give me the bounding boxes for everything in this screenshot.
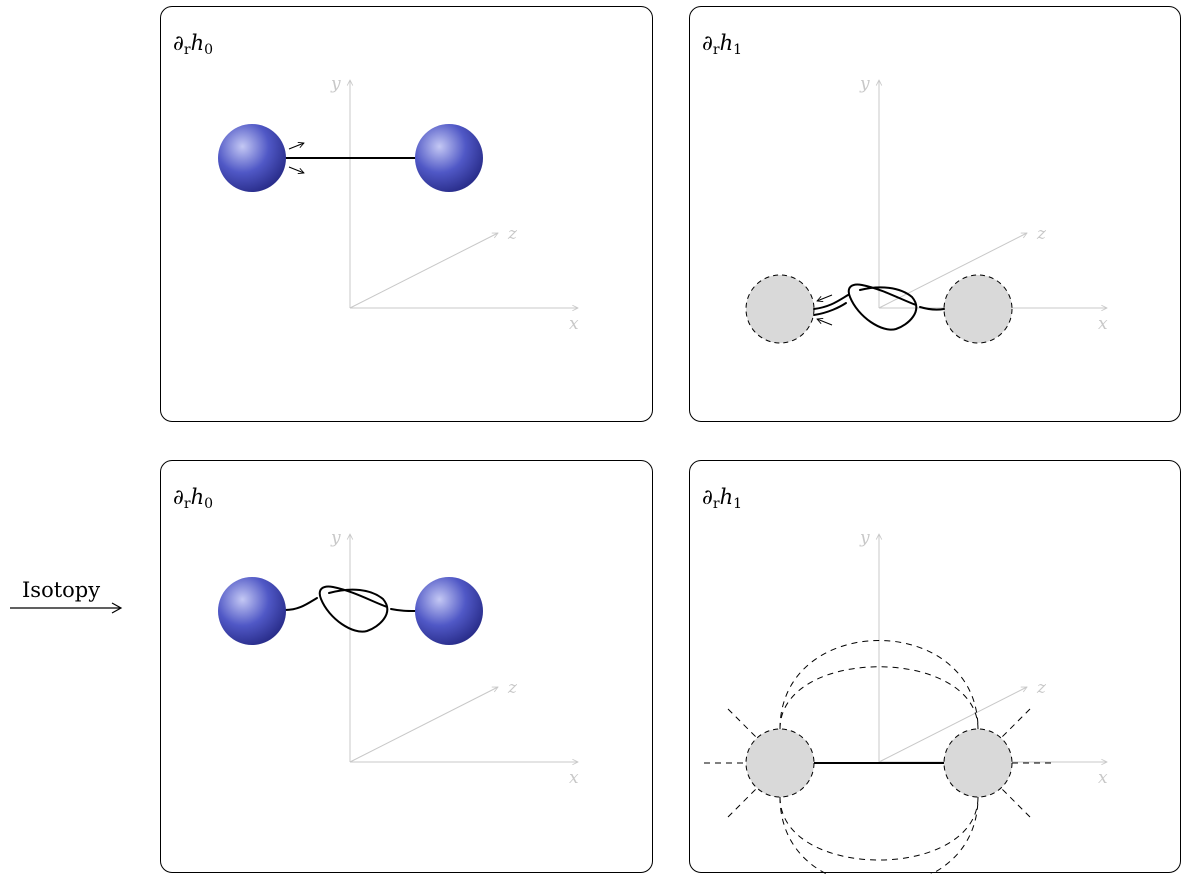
z-axis-label: z [507, 678, 518, 698]
isotopy-arrow [10, 602, 123, 614]
panel-bottom-right: y x z ∂rh1 [689, 460, 1181, 874]
x-axis-label: x [1098, 314, 1108, 334]
z-axis [349, 686, 498, 763]
rotation-arrow-upper [817, 294, 833, 301]
rotation-arrow-lower [288, 166, 304, 173]
x-axis-label: x [569, 768, 579, 788]
z-axis [349, 232, 498, 309]
y-axis-label: y [330, 74, 341, 94]
x-axis-label: x [569, 314, 579, 334]
panel-top-right: y x z ∂rh1 [689, 6, 1181, 422]
isotopy-label: Isotopy [22, 578, 101, 602]
panel-label: ∂rh0 [173, 31, 214, 58]
panel-label: ∂rh1 [702, 485, 743, 512]
y-axis-label: y [330, 528, 341, 548]
panel-top-left: y x z ∂rh0 [160, 6, 653, 422]
panel-bottom-right-drawing: y x z [704, 528, 1108, 874]
panel-bottom-left-drawing: y x z [218, 528, 579, 788]
left-hole [745, 274, 815, 344]
panel-top-left-drawing: y x z [218, 74, 579, 334]
right-sphere [415, 124, 483, 192]
rotation-arrow-lower [817, 319, 833, 326]
z-axis-label: z [1036, 224, 1047, 244]
right-sphere [415, 577, 483, 645]
panel-top-right-drawing: y x z [745, 74, 1108, 344]
left-sphere [218, 577, 286, 645]
knotted-rod [813, 283, 945, 331]
knotted-rod [284, 585, 416, 633]
z-axis-label: z [1036, 678, 1047, 698]
y-axis-label: y [859, 74, 870, 94]
left-hole [745, 728, 815, 798]
z-axis-label: z [507, 224, 518, 244]
rotation-arrow-upper [288, 143, 304, 150]
right-hole [943, 728, 1013, 798]
panel-label: ∂rh0 [173, 485, 214, 512]
x-axis-label: x [1098, 768, 1108, 788]
field-lines [704, 640, 1054, 874]
panel-bottom-left: y x z ∂rh0 [160, 460, 653, 873]
z-axis [878, 686, 1027, 763]
right-hole [943, 274, 1013, 344]
y-axis-label: y [859, 528, 870, 548]
panel-label: ∂rh1 [702, 31, 743, 58]
z-axis [878, 232, 1027, 309]
left-sphere [218, 124, 286, 192]
